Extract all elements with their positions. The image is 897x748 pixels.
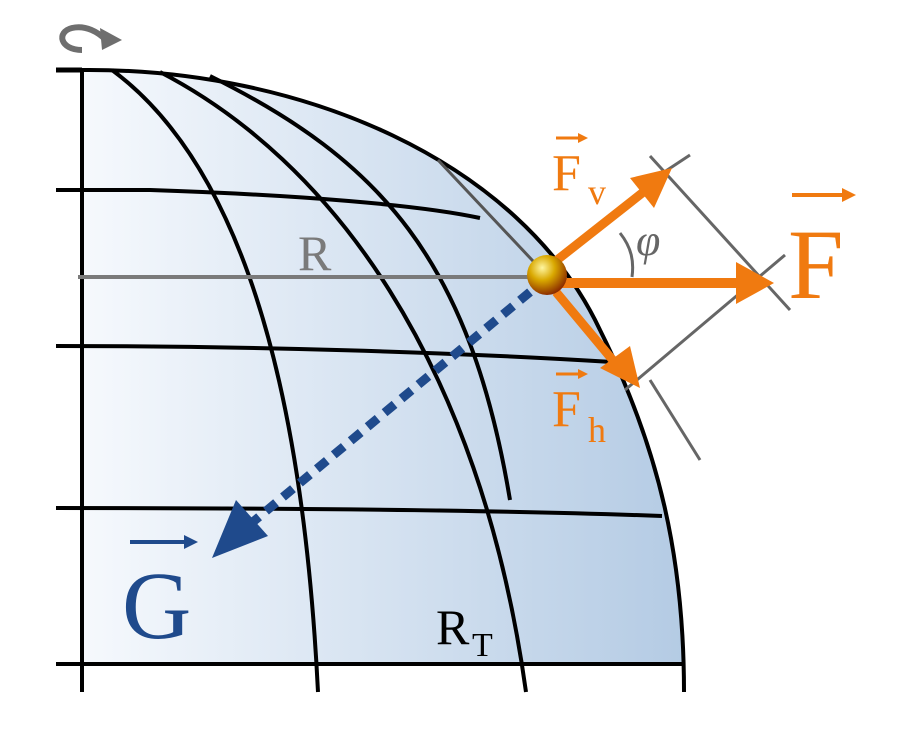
latitude-line bbox=[56, 188, 481, 220]
meridian-line bbox=[81, 67, 686, 693]
meridian-line bbox=[209, 74, 512, 501]
tangent-line bbox=[436, 158, 550, 279]
label-phi: φ bbox=[636, 216, 660, 265]
label-fv-sub: v bbox=[588, 172, 606, 212]
label-fh: F h bbox=[552, 369, 606, 450]
meridian-line bbox=[159, 70, 528, 693]
label-rt-main: R bbox=[436, 599, 470, 655]
label-fh-sub: h bbox=[588, 410, 606, 450]
gravity-vector bbox=[212, 288, 533, 558]
label-g: G bbox=[122, 535, 198, 659]
label-rt: R T bbox=[436, 599, 493, 664]
force-fv-arrow bbox=[549, 186, 649, 268]
meridian-lines bbox=[80, 67, 686, 693]
particle-ball bbox=[527, 255, 567, 295]
label-fv: F v bbox=[552, 133, 606, 212]
force-fh-arrow bbox=[552, 289, 620, 367]
latitude-line bbox=[55, 506, 663, 518]
label-r: R bbox=[298, 225, 332, 281]
rotation-arrow-icon bbox=[59, 24, 122, 53]
label-fh-main: F bbox=[552, 381, 581, 438]
label-fv-main: F bbox=[552, 145, 581, 202]
latitude-lines bbox=[55, 188, 684, 666]
latitude-line bbox=[55, 344, 613, 364]
label-f-text: F bbox=[788, 209, 844, 320]
label-g-text: G bbox=[122, 552, 191, 659]
force-vectors bbox=[549, 168, 774, 388]
label-rt-sub: T bbox=[472, 627, 493, 664]
label-f: F bbox=[788, 188, 856, 320]
angle-arc bbox=[618, 232, 635, 278]
